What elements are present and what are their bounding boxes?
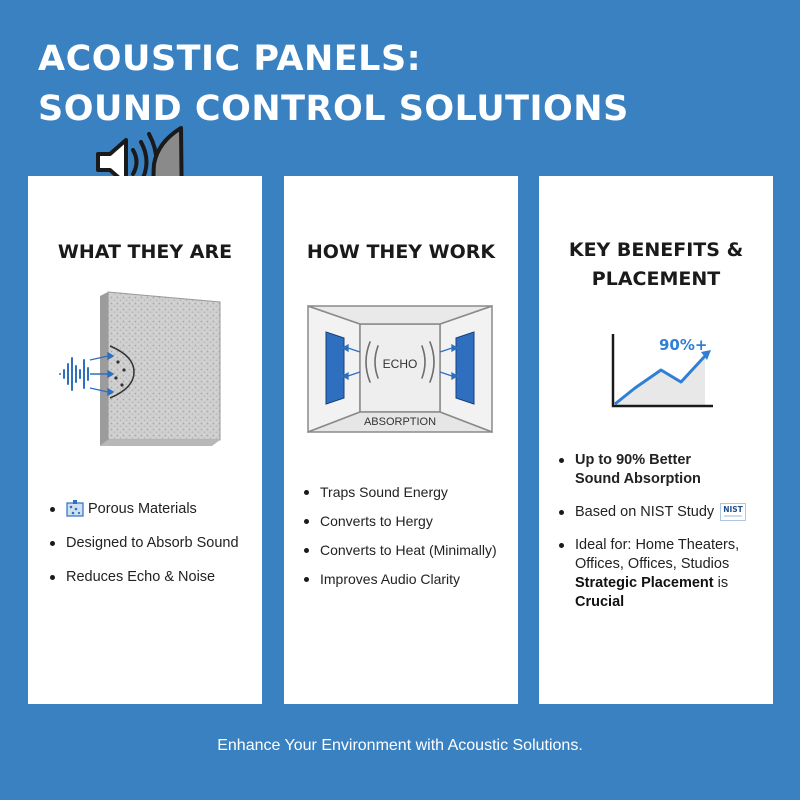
echo-label: ECHO [383, 357, 418, 371]
list-item: Converts to Heat (Minimally) [302, 541, 516, 560]
bullet-text: Converts to Hergy [320, 513, 433, 529]
card-title: KEY BENEFITS & PLACEMENT [539, 236, 773, 294]
bullet-list: Traps Sound Energy Converts to Hergy Con… [302, 483, 516, 599]
page-title-line-1: ACOUSTIC PANELS: [38, 39, 422, 79]
page-title-line-2: SOUND CONTROL SOLUTIONS [38, 89, 629, 129]
foam-panel-illustration [59, 291, 221, 446]
card-key-benefits: KEY BENEFITS & PLACEMENT 90%+ Up to 90% … [539, 176, 773, 704]
room-diagram-illustration: ECHO ABSORPTION [307, 304, 493, 434]
bullet-text: Designed to Absorb Sound [66, 535, 239, 551]
page-title: ACOUSTIC PANELS: SOUND CONTROL SOLUTIONS [38, 34, 629, 134]
graph-value-label: 90%+ [659, 336, 707, 354]
porous-material-icon [66, 500, 84, 517]
bullet-list: Porous Materials Designed to Absorb Soun… [48, 500, 262, 602]
bullet-text: Traps Sound Energy [320, 484, 448, 500]
card-how-they-work: HOW THEY WORK ECHO ABSORPTION Traps Soun… [284, 176, 518, 704]
list-item: Up to 90% Better Sound Absorption [557, 451, 771, 489]
card-title-line-1: KEY BENEFITS & [568, 239, 744, 261]
list-item: Reduces Echo & Noise [48, 568, 262, 587]
rising-graph-icon: 90%+ [611, 334, 713, 408]
bullet-text: Reduces Echo & Noise [66, 569, 216, 585]
bullet-tail-text: is [713, 575, 729, 591]
card-title-line-2: PLACEMENT [591, 268, 721, 290]
nist-logo-text: NIST [723, 505, 743, 514]
bullet-strong-text: Strategic Placement [575, 575, 714, 591]
bullet-text: Porous Materials [88, 501, 197, 517]
bullet-text-line-2: Offices, Offices, Studios [575, 556, 730, 572]
bullet-text: Converts to Heat (Minimally) [320, 542, 497, 558]
bullet-text-line-1: Ideal for: Home Theaters, [575, 537, 740, 553]
list-item: Porous Materials [48, 500, 262, 519]
card-title: WHAT THEY ARE [57, 241, 233, 263]
absorption-label: ABSORPTION [364, 416, 436, 428]
list-item: Ideal for: Home Theaters, Offices, Offic… [557, 536, 771, 612]
list-item: Traps Sound Energy [302, 483, 516, 502]
bullet-list: Up to 90% Better Sound Absorption Based … [557, 451, 771, 626]
bullet-strong-text-2: Crucial [575, 594, 625, 610]
list-item: Improves Audio Clarity [302, 570, 516, 589]
bullet-text: Based on NIST Study [575, 504, 715, 520]
card-what-they-are: WHAT THEY ARE [28, 176, 262, 704]
bullet-text: Improves Audio Clarity [320, 571, 461, 587]
nist-logo-icon: NIST [720, 503, 747, 522]
list-item: Converts to Hergy [302, 512, 516, 531]
bullet-text-line-2: Sound Absorption [575, 471, 701, 487]
list-item: Designed to Absorb Sound [48, 534, 262, 553]
bullet-text-line-1: Up to 90% Better [575, 452, 692, 468]
card-title: HOW THEY WORK [306, 241, 496, 263]
footer-tagline: Enhance Your Environment with Acoustic S… [217, 737, 583, 754]
list-item: Based on NIST Study NIST [557, 503, 771, 522]
